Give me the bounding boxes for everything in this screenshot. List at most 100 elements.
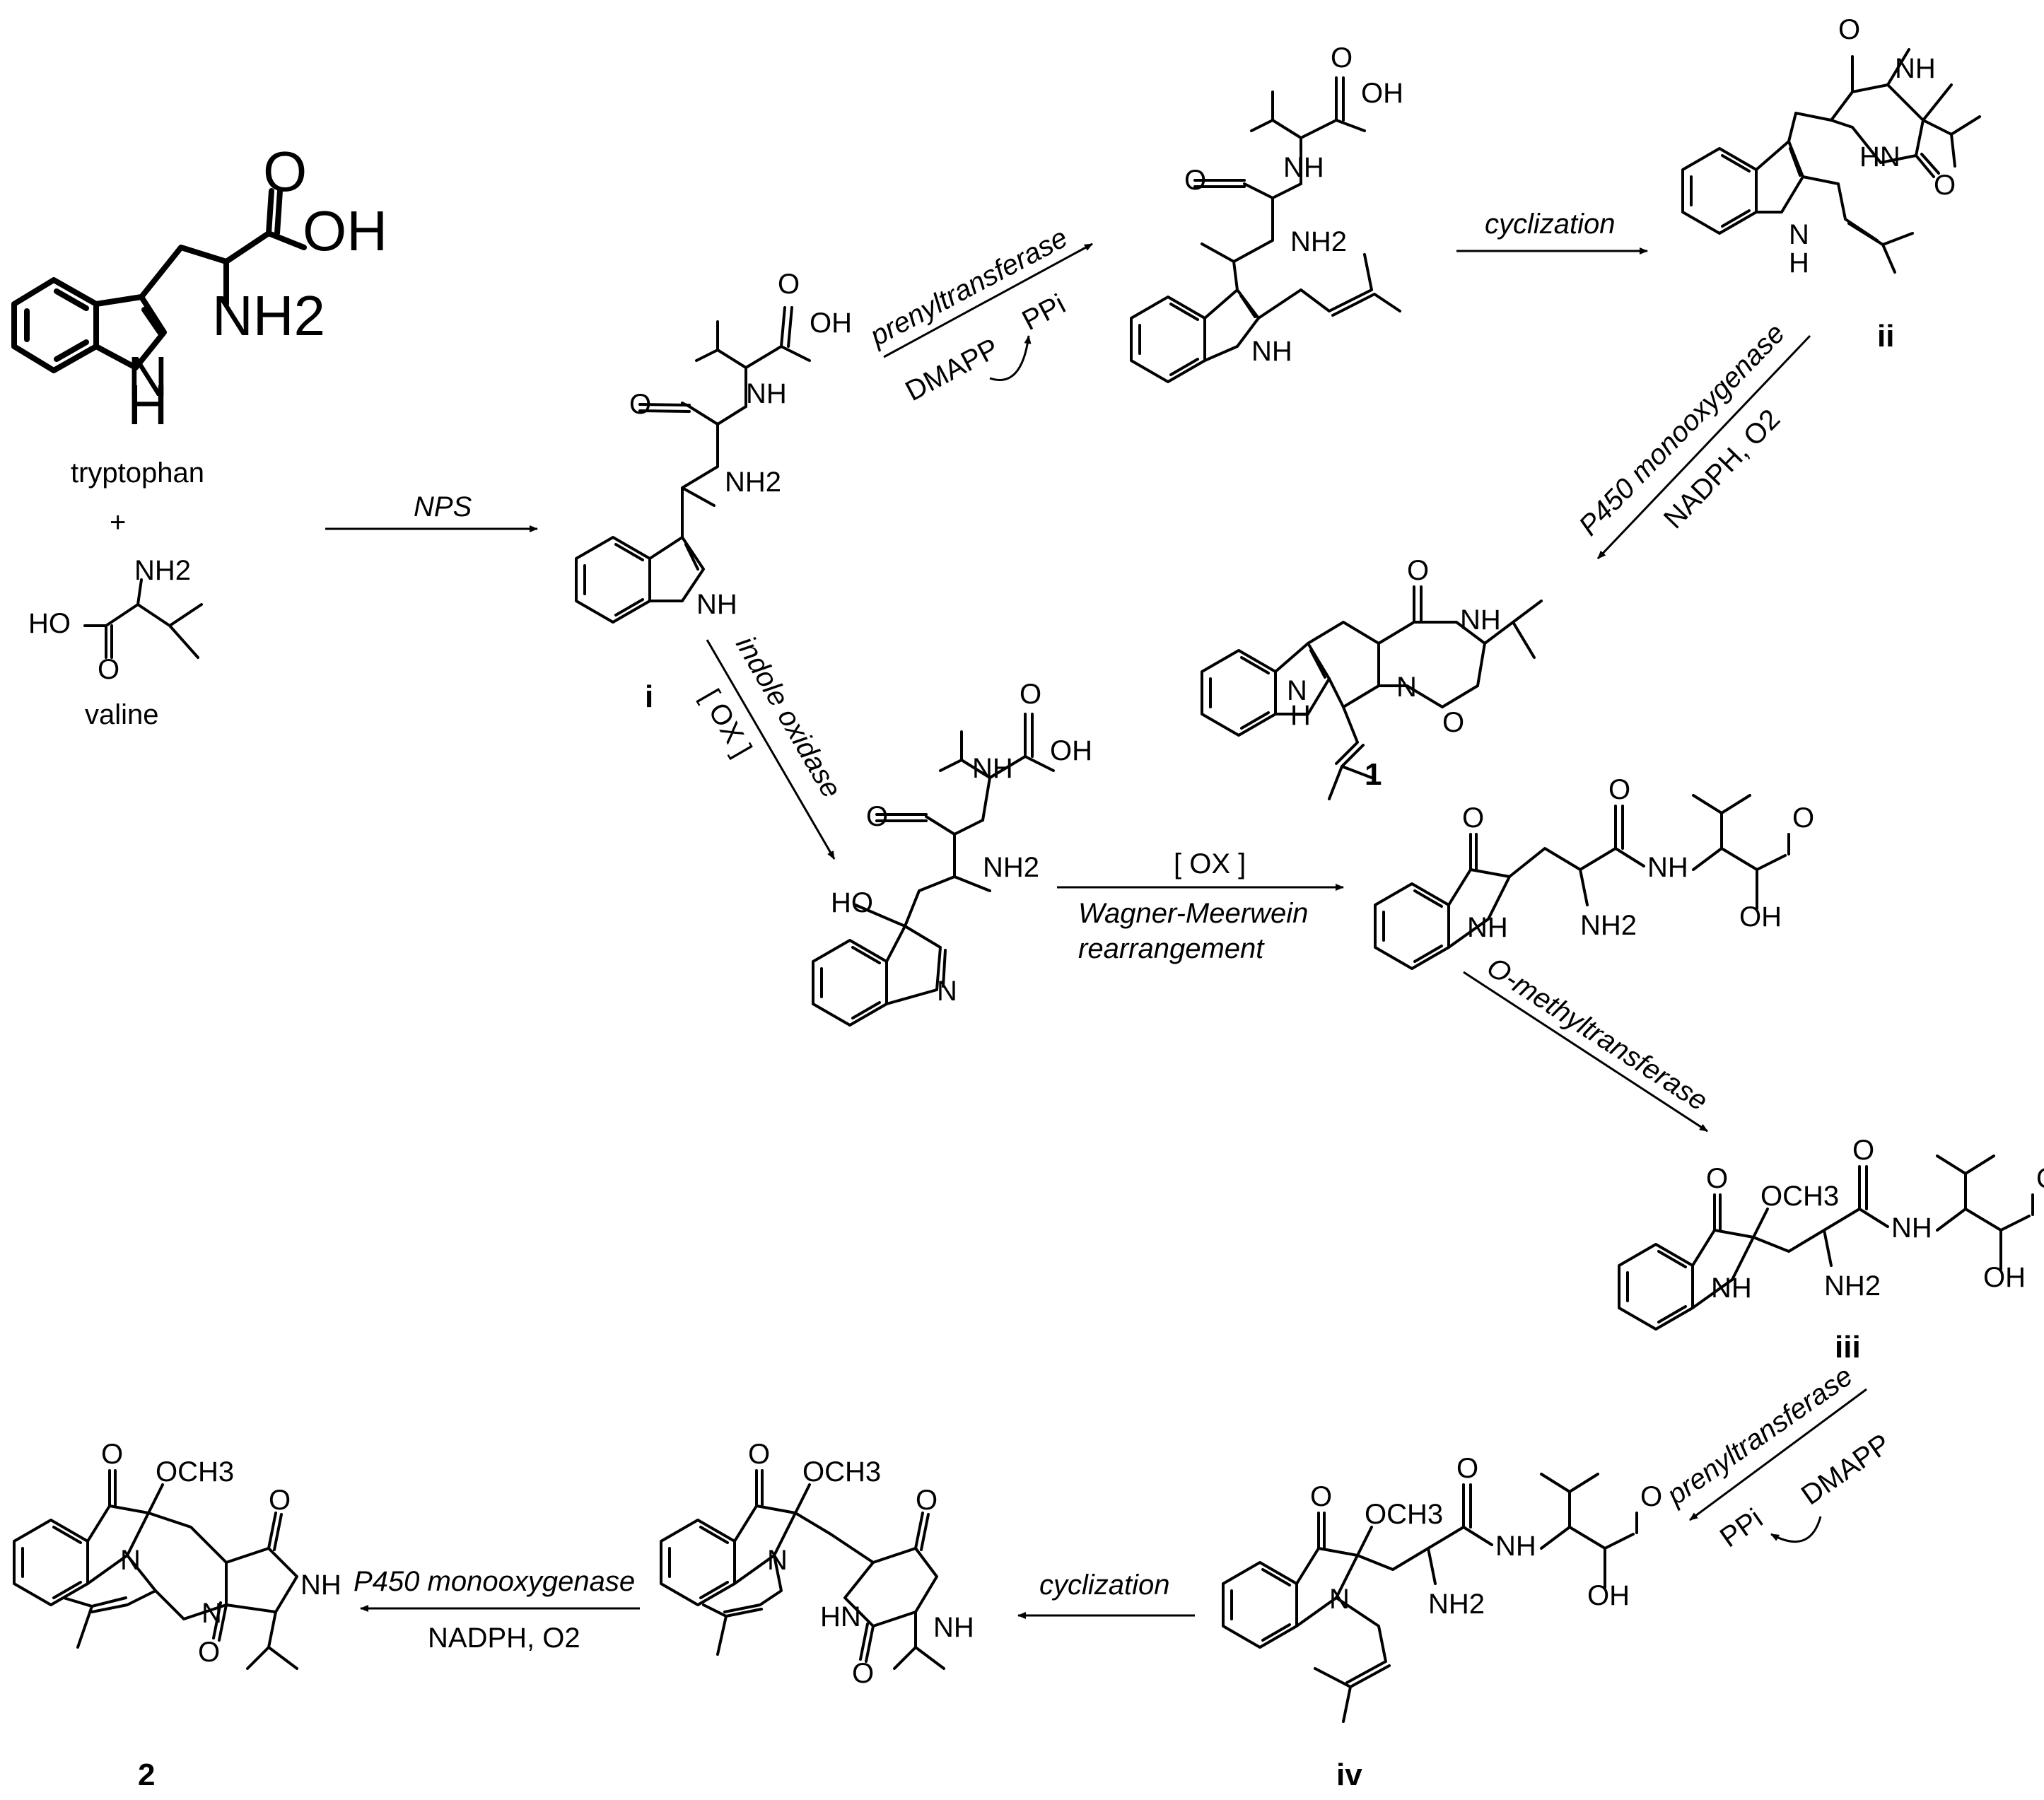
carbonyl-o2-label: O [198, 1637, 220, 1668]
ketone-o-label: O [101, 1439, 123, 1470]
amide-nh-label: NH [1460, 604, 1501, 636]
amide-o-label: O [629, 389, 651, 420]
ox-label: [ OX ] [1174, 848, 1246, 879]
hydroxy-indolenine-structure: OH O NH O NH2 HO N [812, 679, 1092, 1027]
ketone-o-label: O [748, 1439, 770, 1470]
o-methyltransferase-arrow [1463, 971, 1708, 1133]
amide-hn-label: HN [1859, 141, 1900, 173]
carbonyl-o-label: O [1852, 1135, 1874, 1166]
ketone-o-label: O [1462, 802, 1484, 834]
indoxyl-structure: O NH NH2 O NH O OH [1374, 774, 1814, 970]
imine-n-label: N [937, 976, 957, 1007]
p450-arrow [1596, 334, 1811, 560]
amide-nh-label: NH [1283, 152, 1324, 183]
amine-label: NH2 [983, 852, 1039, 883]
amine-label: NH2 [725, 467, 781, 498]
cyclization-label-2: cyclization [1039, 1570, 1170, 1601]
compound-1-label: 1 [1365, 757, 1382, 792]
dmapp-label: DMAPP [901, 332, 1004, 407]
amide-nh-label: NH [746, 378, 787, 409]
p450-label-2: P450 monooxygenase [354, 1566, 635, 1597]
indole-nh-label: NH [1251, 336, 1292, 367]
amide-nh-label: NH [300, 1570, 341, 1601]
diketopiperazine-structure: O OCH3 N HN NH O O [660, 1439, 974, 1689]
amine-label: NH2 [1428, 1589, 1485, 1620]
acid-oh-label: HO [28, 608, 71, 639]
tryptophan-structure: OH O NH2 N H [11, 140, 387, 436]
carbonyl-o-label: O [778, 269, 800, 300]
prenyltransferase-label: prenyltransferase [865, 222, 1073, 352]
carbonyl-o-label: O [1331, 42, 1353, 74]
carbonyl-o-label: O [269, 1485, 291, 1516]
prenylated-dipeptide-structure: OH O NH O NH2 NH [1130, 42, 1403, 383]
cyclization-label: cyclization [1485, 209, 1616, 240]
indole-nh-label: NH [1467, 912, 1508, 943]
valine-label: valine [85, 699, 159, 730]
indole-nh-label: NH [1711, 1273, 1752, 1304]
ppi-label-2: PPi [1715, 1503, 1768, 1554]
acid-oh-label: OH [1983, 1262, 2026, 1293]
carbonyl-o-label: O [916, 1485, 938, 1516]
ketone-o-label: O [1706, 1163, 1728, 1194]
indole-h-label: H [1290, 700, 1311, 731]
nps-label: NPS [414, 491, 472, 522]
carbonyl-o2-label: O [1934, 170, 1956, 201]
amide-nh-label: NH [1895, 53, 1936, 84]
amide-o-label: O [866, 801, 888, 832]
carbonyl-o-label: O [1020, 679, 1041, 710]
amine-label: NH2 [1290, 226, 1347, 257]
acid-oh-label: OH [1739, 901, 1782, 933]
amide-nh-label: NH [972, 753, 1013, 784]
amide-nh-label: NH [933, 1612, 974, 1643]
carbonyl-o-label: O [1838, 14, 1860, 45]
carbonyl-o2-label: O [1442, 707, 1464, 738]
ring-n-label: N [1396, 672, 1417, 703]
acid-oh-label: OH [1050, 735, 1092, 766]
indole-n-label: N [127, 345, 168, 408]
acid-oh-label: OH [1587, 1580, 1630, 1611]
compound-iii-structure: O OCH3 NH NH2 O NH O OH [1618, 1135, 2044, 1331]
compound-ii-structure: O NH HN O N H [1681, 14, 1981, 279]
carbonyl-o2-label: O [1640, 1481, 1662, 1512]
valine-structure: NH2 HO O [28, 555, 203, 685]
ring-n-label: N [767, 1545, 788, 1576]
indole-oxidase-arrow [706, 639, 836, 860]
indole-n-label: N [1287, 675, 1307, 706]
compound-2-structure: O OCH3 N N NH O O [13, 1439, 341, 1670]
compound-ii-label: ii [1877, 319, 1894, 353]
ring-n-label: N [1329, 1584, 1350, 1615]
indole-n-label: N [1789, 219, 1809, 250]
carbonyl-o2-label: O [2036, 1163, 2044, 1194]
methoxy-label: OCH3 [1365, 1499, 1443, 1530]
cofactor-curved-arrow-2 [1770, 1516, 1822, 1543]
ketone-o-label: O [1310, 1481, 1332, 1512]
amide-nh-label: NH [1647, 852, 1688, 883]
ppi-label: PPi [1017, 288, 1071, 337]
methoxy-label: OCH3 [156, 1456, 234, 1488]
amine-label: NH2 [134, 555, 191, 586]
indole-h-label: H [127, 373, 168, 436]
tryptophan-label: tryptophan [71, 457, 204, 489]
wagner-meerwein-label: Wagner-Meerwein [1078, 898, 1308, 929]
acid-oh-label: OH [1361, 78, 1403, 109]
compound-2-label: 2 [138, 1758, 155, 1792]
carbonyl-o-label: O [1608, 774, 1630, 805]
amide-nh-label: NH [1495, 1531, 1536, 1562]
carbonyl-o-label: O [263, 140, 307, 203]
compound-iv-label: iv [1336, 1758, 1362, 1792]
ox-label: [ OX ] [694, 684, 757, 763]
compound-iii-label: iii [1835, 1330, 1861, 1364]
amide-hn-label: HN [820, 1601, 861, 1632]
amine-label: NH2 [212, 284, 325, 347]
prenyltransferase-arrow [883, 242, 1093, 358]
indole-nh-label: NH [696, 589, 737, 620]
cofactor-curved-arrow [989, 335, 1032, 381]
indole-oxidase-label: indole oxidase [730, 631, 847, 803]
methoxy-label: OCH3 [1760, 1181, 1839, 1212]
prenyltransferase-arrow-2 [1689, 1388, 1867, 1521]
dmapp-label-2: DMAPP [1796, 1428, 1896, 1512]
carbonyl-o-label: O [1456, 1453, 1478, 1484]
nadph-label-2: NADPH, O2 [428, 1623, 580, 1654]
amide-nh-label: NH [1891, 1212, 1932, 1244]
compound-i-structure: OH O NH O NH2 NH [575, 269, 852, 624]
